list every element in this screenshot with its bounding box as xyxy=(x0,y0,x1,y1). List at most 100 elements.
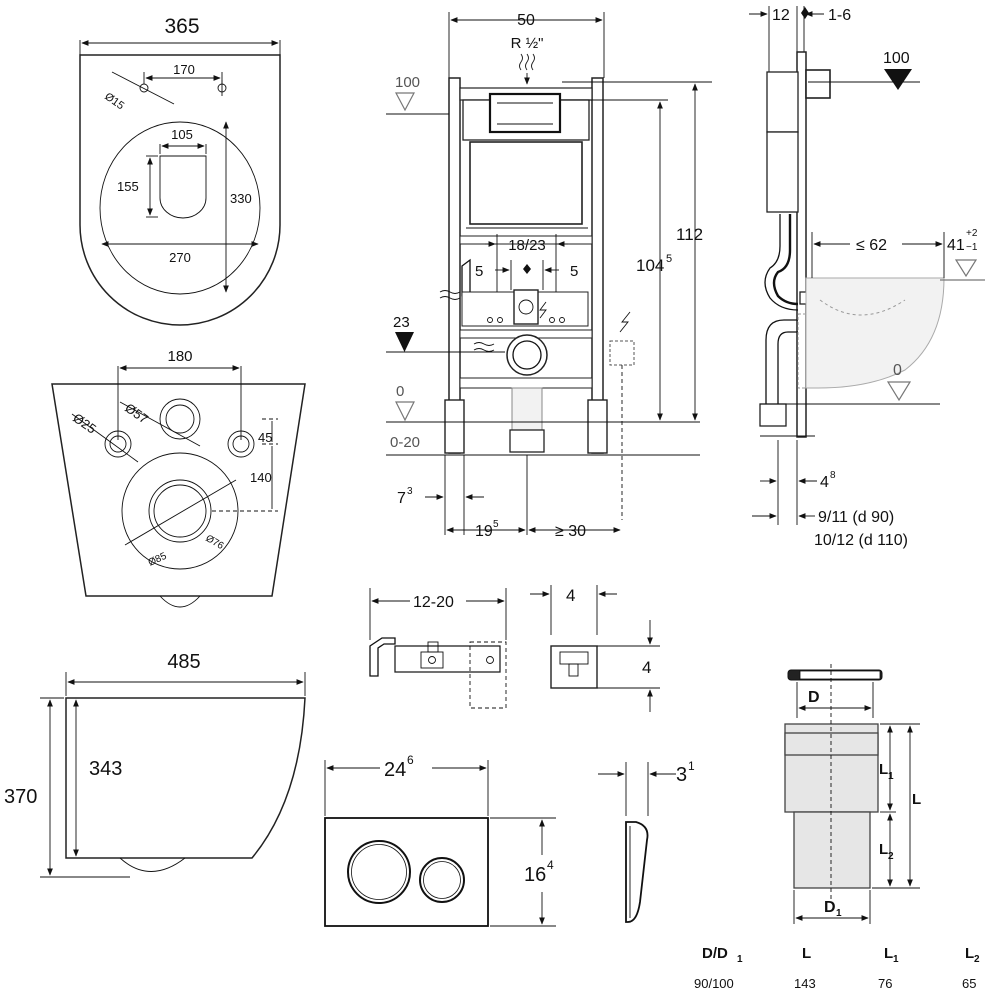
side-pan-ghost xyxy=(805,277,945,389)
table-header-d-d1: D/D xyxy=(702,945,728,962)
table-header-l1: L xyxy=(884,945,893,962)
pan-rear-view: 180 45 140 Ø25 Ø57 Ø85 Ø76 xyxy=(51,348,306,608)
dim-41: 41 xyxy=(947,237,965,254)
drain-connector-inner xyxy=(512,340,542,370)
pan-top-view: 365 170 Ø15 105 155 330 270 xyxy=(79,15,281,326)
label-r12: R ½" xyxy=(511,35,544,52)
side-cistern-top xyxy=(766,71,799,133)
label-L2-sub: 2 xyxy=(888,851,894,862)
actuation-module xyxy=(488,92,562,134)
dim-bracket-h4: 4 xyxy=(642,658,651,677)
dim-48-sup: 8 xyxy=(830,470,836,481)
dim-195: 19 xyxy=(475,523,493,540)
connector-table: D/D 1 L L 1 L 2 90/100 143 76 65 xyxy=(694,945,980,991)
outlet-flange xyxy=(121,452,239,570)
side-cistern-body xyxy=(766,131,799,213)
dim-485: 485 xyxy=(167,651,200,673)
label-D1-sub: 1 xyxy=(836,908,842,919)
flush-plate-detail: 24 6 16 4 3 1 xyxy=(324,753,695,927)
dim-41-plus: +2 xyxy=(966,228,978,239)
valve-connector xyxy=(513,289,539,325)
frame-crossbar-bottom xyxy=(459,377,593,389)
dim-155: 155 xyxy=(117,179,139,194)
outlet-inner xyxy=(153,484,207,538)
foot-right xyxy=(587,399,608,454)
side-drain-stub xyxy=(759,403,787,427)
pan-side-view: 485 370 343 xyxy=(4,651,306,878)
frame-crossbar-mid xyxy=(459,235,593,245)
frame-rail-right xyxy=(591,77,604,454)
foot-left xyxy=(444,399,465,454)
dim-270: 270 xyxy=(169,250,191,265)
water-icon-valve xyxy=(539,301,547,319)
drain-pipe xyxy=(511,387,543,431)
dim-side-1-6: 1-6 xyxy=(828,7,851,24)
table-header-l2: L xyxy=(965,945,974,962)
dim-170: 170 xyxy=(173,62,195,77)
side-rail xyxy=(796,51,807,438)
dim-140: 140 xyxy=(250,470,272,485)
frame-front-view: 50 R ½" xyxy=(386,12,712,540)
level-0-front: 0 xyxy=(396,383,404,400)
dim-195-sup: 5 xyxy=(493,519,499,530)
pan-side-outline xyxy=(65,697,306,859)
table-header-l: L xyxy=(802,945,811,962)
water-supply-icon xyxy=(519,53,535,71)
dim-1045-sup: 5 xyxy=(666,253,672,265)
wave-icon-left xyxy=(439,290,461,300)
wave-icon-right xyxy=(473,342,495,352)
label-D1: D xyxy=(824,899,836,916)
mount-hole-right-outer xyxy=(227,430,255,458)
level-100-front: 100 xyxy=(395,74,420,91)
dim-5-left: 5 xyxy=(475,263,483,280)
water-inlet-outer xyxy=(159,398,201,440)
electrical-box xyxy=(609,340,635,366)
flush-plate-side xyxy=(625,821,649,923)
dim-180: 180 xyxy=(167,348,192,365)
pan-rear-bottom-bulge xyxy=(159,595,201,608)
dim-side-12: 12 xyxy=(772,7,790,24)
dim-min-30: ≥ 30 xyxy=(555,523,586,540)
electrical-icon xyxy=(619,311,631,333)
outlet-outer xyxy=(148,479,212,543)
range-0-20: 0-20 xyxy=(390,434,420,451)
label-L2: L xyxy=(879,841,888,858)
water-inlet-inner xyxy=(165,404,195,434)
bracket-plate xyxy=(394,645,501,673)
dim-1045: 104 xyxy=(636,256,664,275)
frame-rail-left xyxy=(448,77,461,454)
table-header-l1-sub: 1 xyxy=(893,954,899,965)
flush-button-large xyxy=(347,840,411,904)
bowl-outline xyxy=(99,121,261,295)
dim-5-right: 5 xyxy=(570,263,578,280)
table-cell-d-d1: 90/100 xyxy=(694,976,734,991)
center-diamond xyxy=(523,264,531,274)
dim-164-sup: 4 xyxy=(547,858,554,872)
dim-330: 330 xyxy=(230,191,252,206)
dim-73: 7 xyxy=(397,490,406,507)
pan-side-bulge xyxy=(119,857,186,872)
dim-105: 105 xyxy=(171,127,193,142)
pan-top-outline xyxy=(79,54,281,326)
dim-12-20: 12-20 xyxy=(413,594,454,611)
level-100-side: 100 xyxy=(883,50,910,67)
side-drain-bend xyxy=(765,319,798,406)
dim-45: 45 xyxy=(258,430,272,445)
dim-370: 370 xyxy=(4,786,37,808)
level-0-side: 0 xyxy=(893,362,902,379)
bracket-front xyxy=(550,645,598,689)
label-D: D xyxy=(808,689,820,706)
dim-365: 365 xyxy=(164,15,199,38)
dim-50: 50 xyxy=(517,12,535,29)
drain-stub xyxy=(509,429,545,453)
level-23: 23 xyxy=(393,314,410,331)
frame-side-view: 12 1-6 100 ≤ 62 41 +2 −1 0 xyxy=(749,6,985,549)
flush-button-small xyxy=(419,857,465,903)
dim-246-sup: 6 xyxy=(407,753,414,767)
dim-18-23: 18/23 xyxy=(508,237,546,254)
bracket-body xyxy=(369,637,396,677)
table-header-d-d1-sub: 1 xyxy=(737,954,743,965)
cistern-body xyxy=(469,141,583,225)
side-flush-bend xyxy=(772,214,799,306)
